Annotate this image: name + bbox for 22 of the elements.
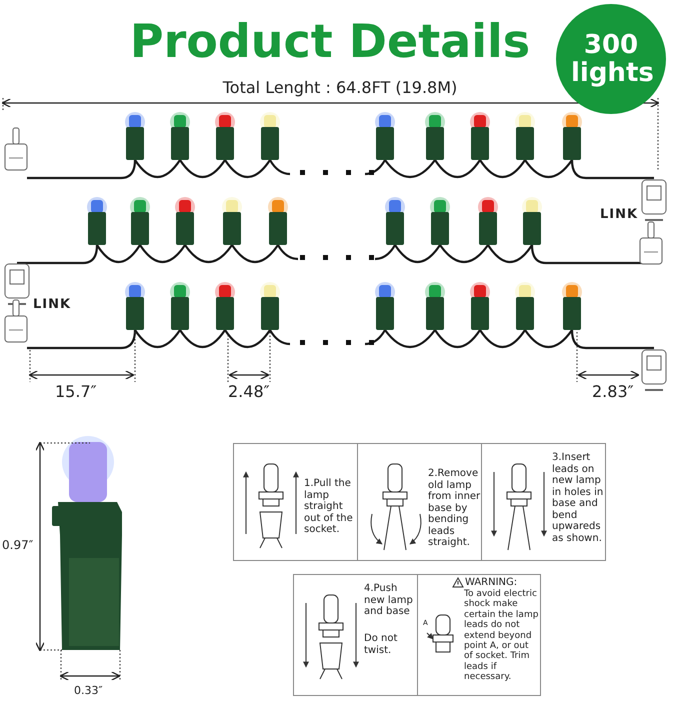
link-label: LINK (33, 297, 72, 312)
link-label: LINK (600, 207, 638, 222)
instruction-panel (417, 574, 541, 696)
instruction-text: 4.Push new lamp and base (364, 583, 414, 618)
instruction-text: Do not twist. (364, 633, 398, 656)
dimension-label: 0.33″ (74, 684, 103, 697)
dimension-label: Total Lenght : 64.8FT (19.8M) (222, 78, 458, 97)
instruction-panel (293, 574, 418, 696)
dimension-label: 15.7″ (55, 382, 97, 401)
title: Product Details (128, 14, 532, 68)
badge-text: 300 lights (571, 31, 651, 87)
instruction-panel (481, 443, 606, 561)
dimension-label: 2.83″ (592, 382, 634, 401)
instruction-text: 1.Pull the lamp straight out of the socket. (304, 478, 354, 536)
dimension-label: 0.97″ (2, 538, 34, 552)
instruction-text: 2.Remove old lamp from inner base by bending leads straight. (428, 468, 482, 548)
instruction-text: 3.Insert leads on new lamp in holes in base and bend upwareds as shown. (552, 452, 604, 544)
instruction-panel (357, 443, 482, 561)
warning-heading: WARNING: (465, 577, 518, 588)
warning-text: To avoid electric shock make certain the lamp leads do not extend beyond point A, or out of socket. Trim leads if necessary. (464, 589, 540, 683)
dimension-label: 2.48″ (228, 382, 270, 401)
instruction-panel (233, 443, 358, 561)
